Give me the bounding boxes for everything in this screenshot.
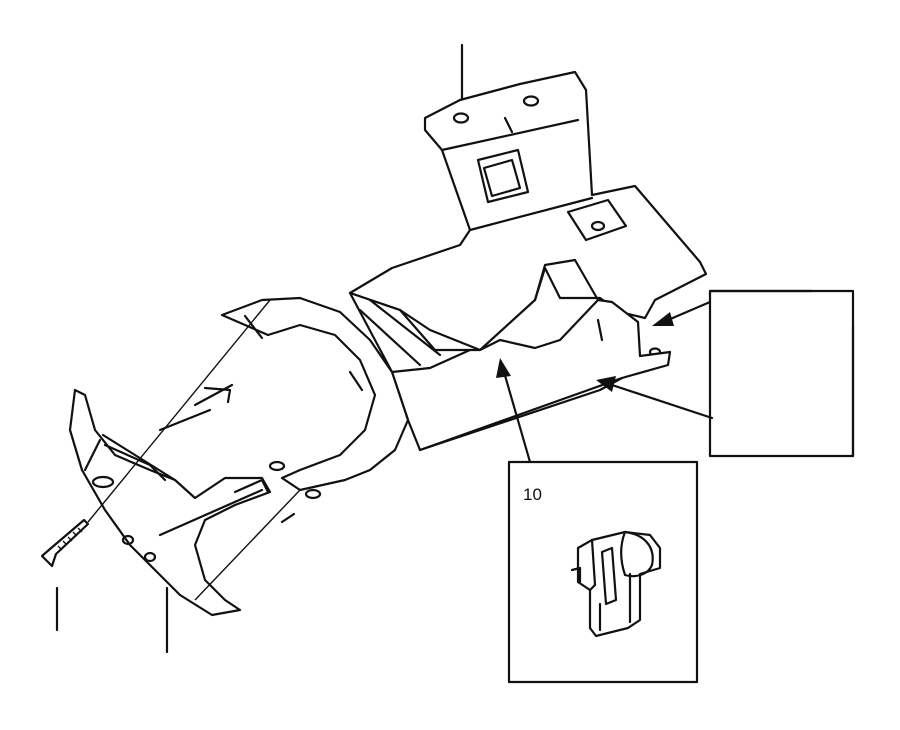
hole-2 — [522, 95, 540, 107]
upper-bracket-plate — [348, 70, 708, 357]
hole-3 — [590, 220, 606, 232]
screw — [40, 299, 301, 601]
lower-channel — [348, 258, 672, 452]
clip-part — [570, 530, 662, 638]
inset-frame — [507, 460, 699, 684]
arrow-head-3 — [496, 358, 511, 378]
arrow-head-2 — [596, 376, 616, 392]
clip-inset: 10 — [507, 460, 699, 684]
callout-arrows — [496, 300, 714, 464]
inset-label: 10 — [523, 485, 542, 504]
callout-box-right — [708, 289, 855, 458]
arrow-head-1 — [652, 312, 674, 326]
lower-shroud-half — [68, 383, 272, 617]
hole-1 — [452, 112, 470, 124]
